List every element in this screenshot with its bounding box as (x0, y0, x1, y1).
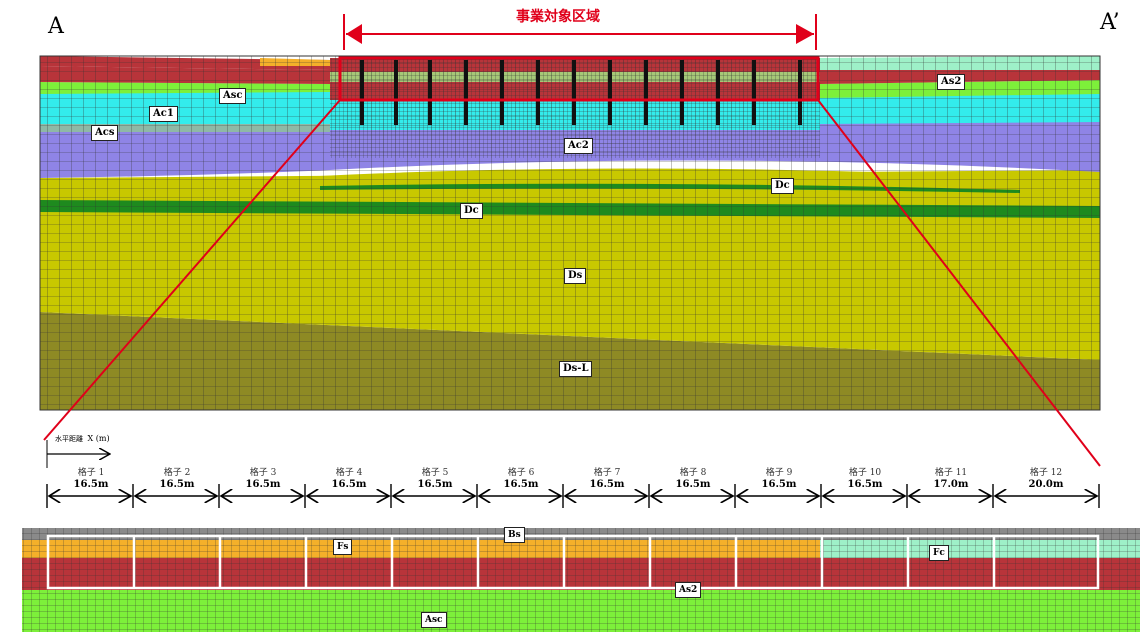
lower-label-asc: Asc (421, 612, 447, 628)
cell-name: 格子 11 (934, 468, 968, 478)
soil-label-dc: Dc (460, 203, 483, 219)
piles (360, 60, 802, 125)
x-axis-text: 水平距離 (55, 435, 83, 443)
cell-dimension-arrows (46, 484, 1100, 508)
cell-name: 格子 1 (77, 468, 105, 478)
target-area-title: 事業対象区域 (516, 9, 600, 25)
cell-name: 格子 4 (335, 468, 363, 478)
x-axis-var: X (m) (87, 434, 110, 443)
lower-cell-outlines (46, 534, 1100, 590)
soil-label-dc-right: Dc (771, 178, 794, 194)
cell-name: 格子 8 (679, 468, 707, 478)
cell-width: 16.5m (589, 479, 625, 490)
cell-name: 格子 6 (507, 468, 535, 478)
cell-name: 格子 2 (163, 468, 191, 478)
section-end-label: A’ (1100, 10, 1120, 35)
soil-label-ac1: Ac1 (149, 106, 178, 122)
soil-label-acs: Acs (91, 125, 119, 141)
soil-label-ds-l: Ds-L (559, 361, 593, 377)
zoom-line-left (43, 99, 341, 441)
cell-name: 格子 9 (765, 468, 793, 478)
cell-width: 16.5m (331, 479, 367, 490)
cell-width: 16.5m (503, 479, 539, 490)
cell-name: 格子 3 (249, 468, 277, 478)
cell-width: 16.5m (847, 479, 883, 490)
lower-label-fs: Fs (333, 539, 353, 555)
cell-name: 格子 7 (593, 468, 621, 478)
soil-label-asc: Asc (219, 88, 247, 104)
soil-label-ds: Ds (564, 268, 587, 284)
lower-label-as2: As2 (675, 582, 702, 598)
cell-name: 格子 10 (848, 468, 882, 478)
lower-label-bs: Bs (504, 527, 525, 543)
cell-width: 16.5m (159, 479, 195, 490)
cell-name: 格子 5 (421, 468, 449, 478)
cell-width: 20.0m (1028, 479, 1064, 490)
cell-width: 16.5m (675, 479, 711, 490)
zoom-line-right (817, 99, 1101, 467)
cell-width: 16.5m (417, 479, 453, 490)
target-box (338, 56, 820, 102)
lower-section (22, 528, 1140, 632)
cell-width: 16.5m (245, 479, 281, 490)
cell-width: 16.5m (761, 479, 797, 490)
soil-label-ac2: Ac2 (564, 138, 593, 154)
section-start-label: A (48, 14, 64, 39)
cell-width: 16.5m (73, 479, 109, 490)
cell-width: 17.0m (933, 479, 969, 490)
lower-label-fc: Fc (929, 545, 949, 561)
soil-label-as2: As2 (937, 74, 966, 90)
x-axis-label: 水平距離 X (m) (55, 434, 110, 444)
cell-name: 格子 12 (1029, 468, 1063, 478)
